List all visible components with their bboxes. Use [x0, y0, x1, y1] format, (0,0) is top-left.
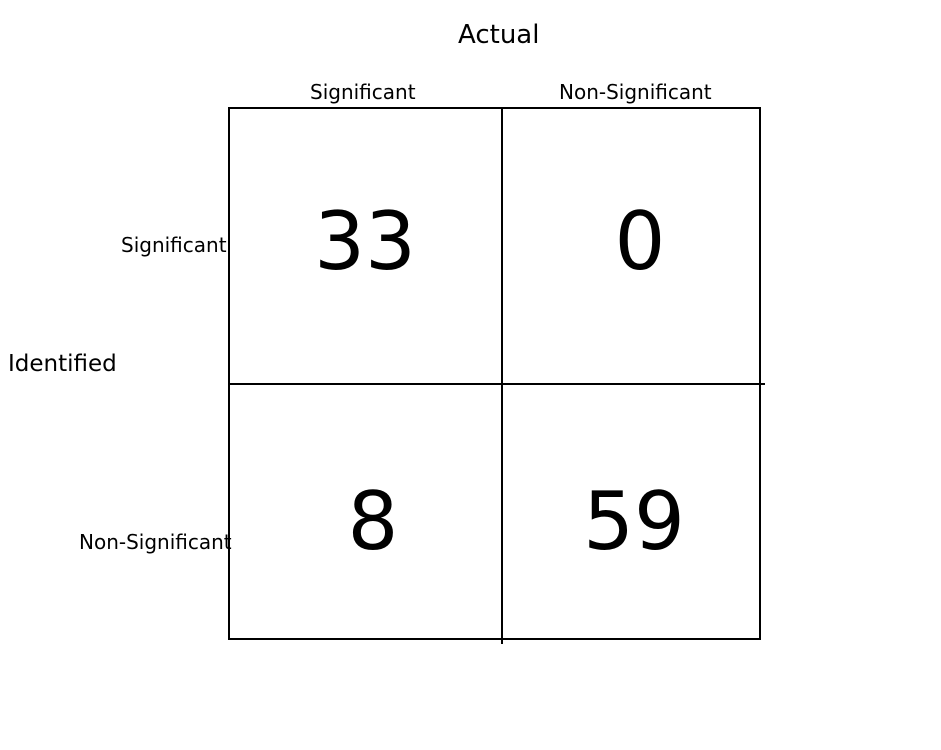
column-header-significant: Significant [310, 80, 416, 104]
identified-axis-title: Identified [8, 351, 117, 377]
confusion-matrix-grid: 33 0 8 59 [228, 107, 765, 644]
horizontal-divider [228, 383, 765, 385]
row-header-significant: Significant [121, 233, 227, 257]
cell-sig-sig: 33 [314, 195, 416, 288]
column-header-non-significant: Non-Significant [559, 80, 712, 104]
cell-nonsig-sig: 8 [347, 475, 399, 568]
vertical-divider [501, 107, 503, 644]
actual-axis-title: Actual [458, 20, 540, 50]
row-header-non-significant: Non-Significant [79, 530, 232, 554]
cell-sig-nonsig: 0 [614, 195, 666, 288]
cell-nonsig-nonsig: 59 [583, 475, 685, 568]
